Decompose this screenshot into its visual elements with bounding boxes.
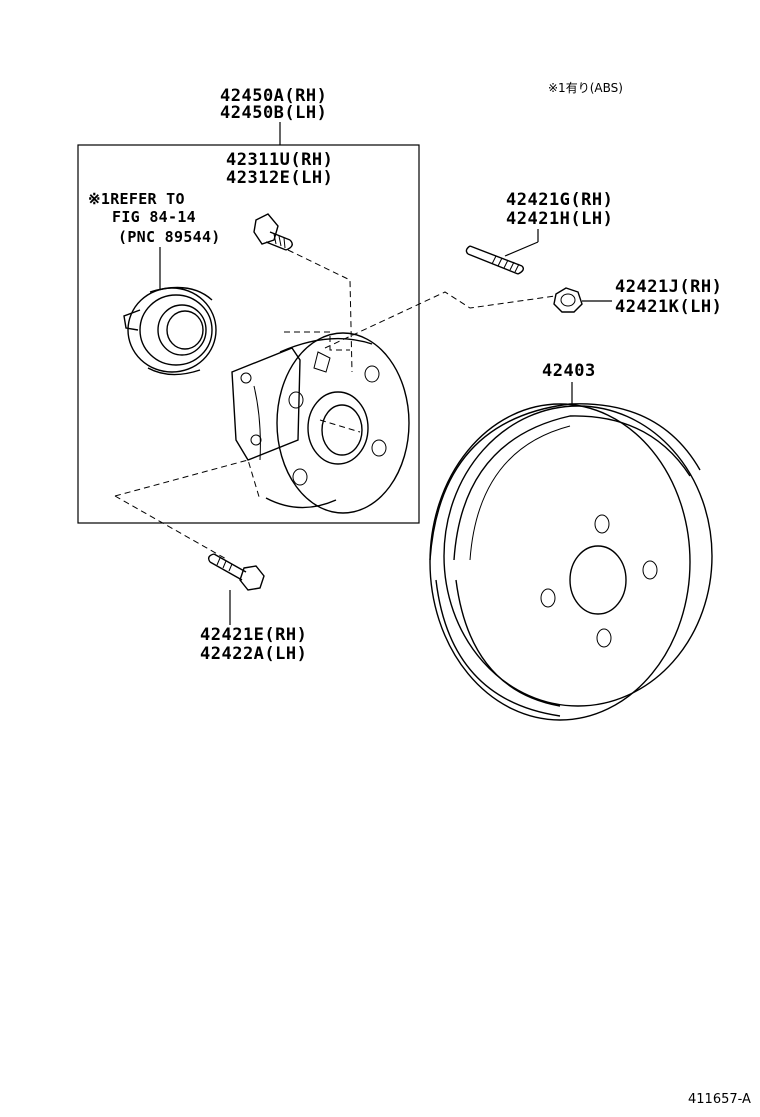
dash-hub-detail [284,331,350,351]
label-hub-assembly-lh[interactable]: 42450B(LH) [220,103,327,123]
label-hub-bolt-lh[interactable]: 42312E(LH) [226,168,333,188]
label-stud-bolt-lh[interactable]: 42421H(LH) [506,209,613,229]
brake-drum-part[interactable] [429,403,713,721]
hub-assembly-frame [77,144,420,524]
refer-note-line3: (PNC 89544) [118,228,221,246]
label-hub-bolt-rh[interactable]: 42311U(RH) [226,150,333,170]
dash-hub-bolt [287,249,353,373]
label-mount-bolt-rh[interactable]: 42421E(RH) [200,625,307,645]
refer-note-line2: FIG 84-14 [112,208,196,226]
dash-center [319,419,361,433]
label-stud-bolt-rh[interactable]: 42421G(RH) [506,190,613,210]
label-hub-assembly-rh[interactable]: 42450A(RH) [220,86,327,106]
label-brake-drum[interactable]: 42403 [542,361,596,381]
dash-mount-bolt-2 [114,495,229,561]
figure-reference: 411657-A [688,1092,751,1107]
hub-nut-part[interactable] [553,287,583,313]
hub-flange-part[interactable] [231,332,410,514]
leader-stud-bolt [504,241,539,257]
label-nut-lh[interactable]: 42421K(LH) [615,297,722,317]
mount-bolt-part[interactable] [207,553,265,591]
refer-note-line1: ※1REFER TO [88,190,185,208]
stud-bolt-part[interactable] [465,245,525,275]
dash-mount-bolt [114,459,261,501]
label-mount-bolt-lh[interactable]: 42422A(LH) [200,644,307,664]
abs-sensor-ring-part[interactable] [123,286,217,376]
hub-bolt-part[interactable] [253,213,293,251]
abs-note: ※1有り(ABS) [548,81,623,95]
dash-nut [324,291,556,349]
label-nut-rh[interactable]: 42421J(RH) [615,277,722,297]
